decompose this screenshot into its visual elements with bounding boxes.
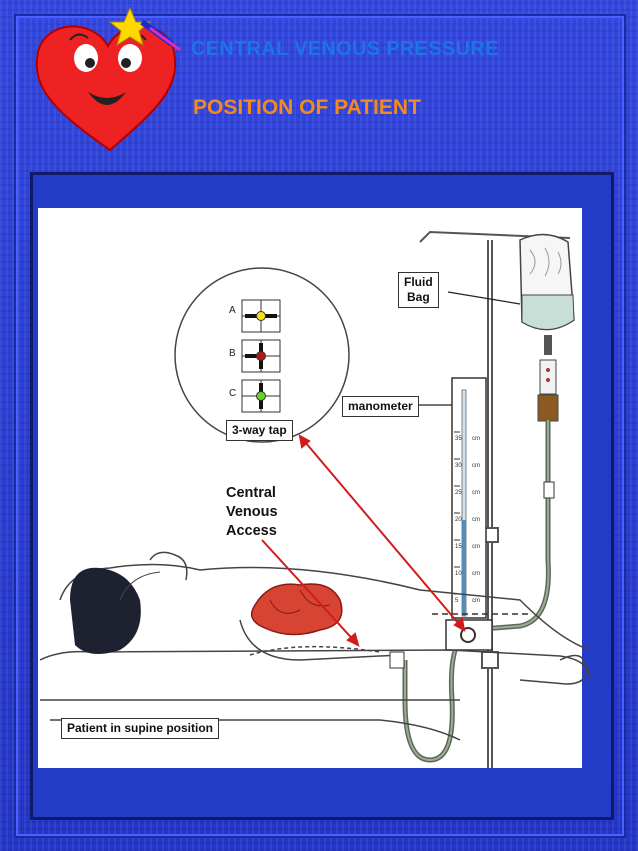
manometer-label: manometer	[342, 396, 419, 417]
manometer-scale-labels: 35 30 25 20 15 10 5	[455, 436, 462, 604]
callout-arrows	[261, 434, 466, 647]
manometer-scale-units: cm cm cm cm cm cm cm	[472, 436, 480, 604]
catheter-dressing	[389, 651, 405, 669]
fluid-bag-label: Fluid Bag	[398, 272, 439, 308]
slide-border	[14, 14, 626, 838]
heart-organ-icon	[250, 583, 343, 636]
tap-label: 3-way tap	[226, 420, 293, 441]
central-venous-access-label: Central Venous Access	[226, 485, 278, 539]
iv-stand	[419, 230, 571, 768]
manometer-icon	[445, 377, 493, 651]
slide-subtitle: POSITION OF PATIENT	[193, 96, 421, 119]
tap-a-indicator	[256, 311, 266, 321]
tap-c-indicator	[256, 391, 266, 401]
tap-label-c: C	[229, 388, 237, 399]
tap-b-indicator	[256, 351, 266, 361]
fluid-bag-icon	[519, 233, 575, 422]
patient-hair	[70, 567, 141, 654]
tap-label-a: A	[229, 305, 236, 316]
patient-position-label: Patient in supine position	[61, 718, 220, 739]
tap-label-b: B	[229, 348, 236, 359]
slide-title: CENTRAL VENOUS PRESSURE	[191, 38, 499, 60]
manometer-scale	[454, 431, 460, 595]
